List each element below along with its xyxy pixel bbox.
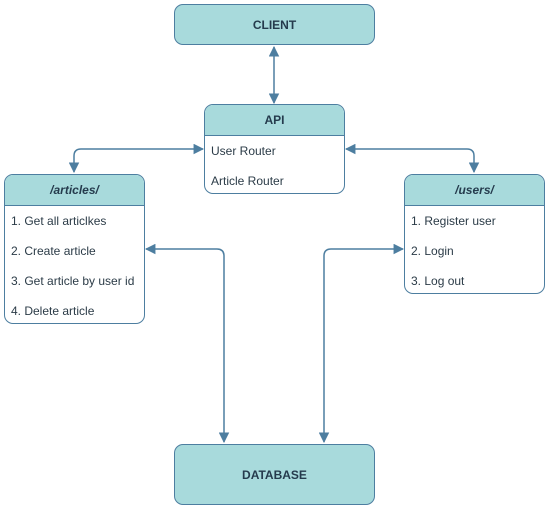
connector-api-users [344, 143, 480, 174]
articles-title: /articles/ [5, 175, 144, 206]
connector-articles-database [144, 243, 230, 444]
client-node[interactable]: CLIENT [174, 4, 375, 45]
api-item-user-router: User Router [211, 144, 276, 158]
connector-api-articles [68, 143, 205, 174]
users-title: /users/ [405, 175, 544, 206]
articles-item-delete: 4. Delete article [11, 304, 95, 318]
api-node[interactable]: API User Router Article Router [204, 104, 345, 194]
api-title: API [205, 105, 344, 136]
users-node[interactable]: /users/ 1. Register user 2. Login 3. Log… [404, 174, 545, 294]
connector-users-database [318, 243, 405, 444]
users-item-logout: 3. Log out [411, 274, 465, 288]
database-title: DATABASE [242, 467, 307, 482]
articles-item-get-by-user: 3. Get article by user id [11, 274, 135, 288]
api-item-article-router: Article Router [211, 174, 284, 188]
articles-item-get-all: 1. Get all articlkes [11, 214, 107, 228]
database-node[interactable]: DATABASE [174, 444, 375, 505]
users-item-login: 2. Login [411, 244, 454, 258]
client-title: CLIENT [252, 17, 297, 32]
articles-node[interactable]: /articles/ 1. Get all articlkes 2. Creat… [4, 174, 145, 324]
users-item-register: 1. Register user [411, 214, 496, 228]
articles-item-create: 2. Create article [11, 244, 96, 258]
